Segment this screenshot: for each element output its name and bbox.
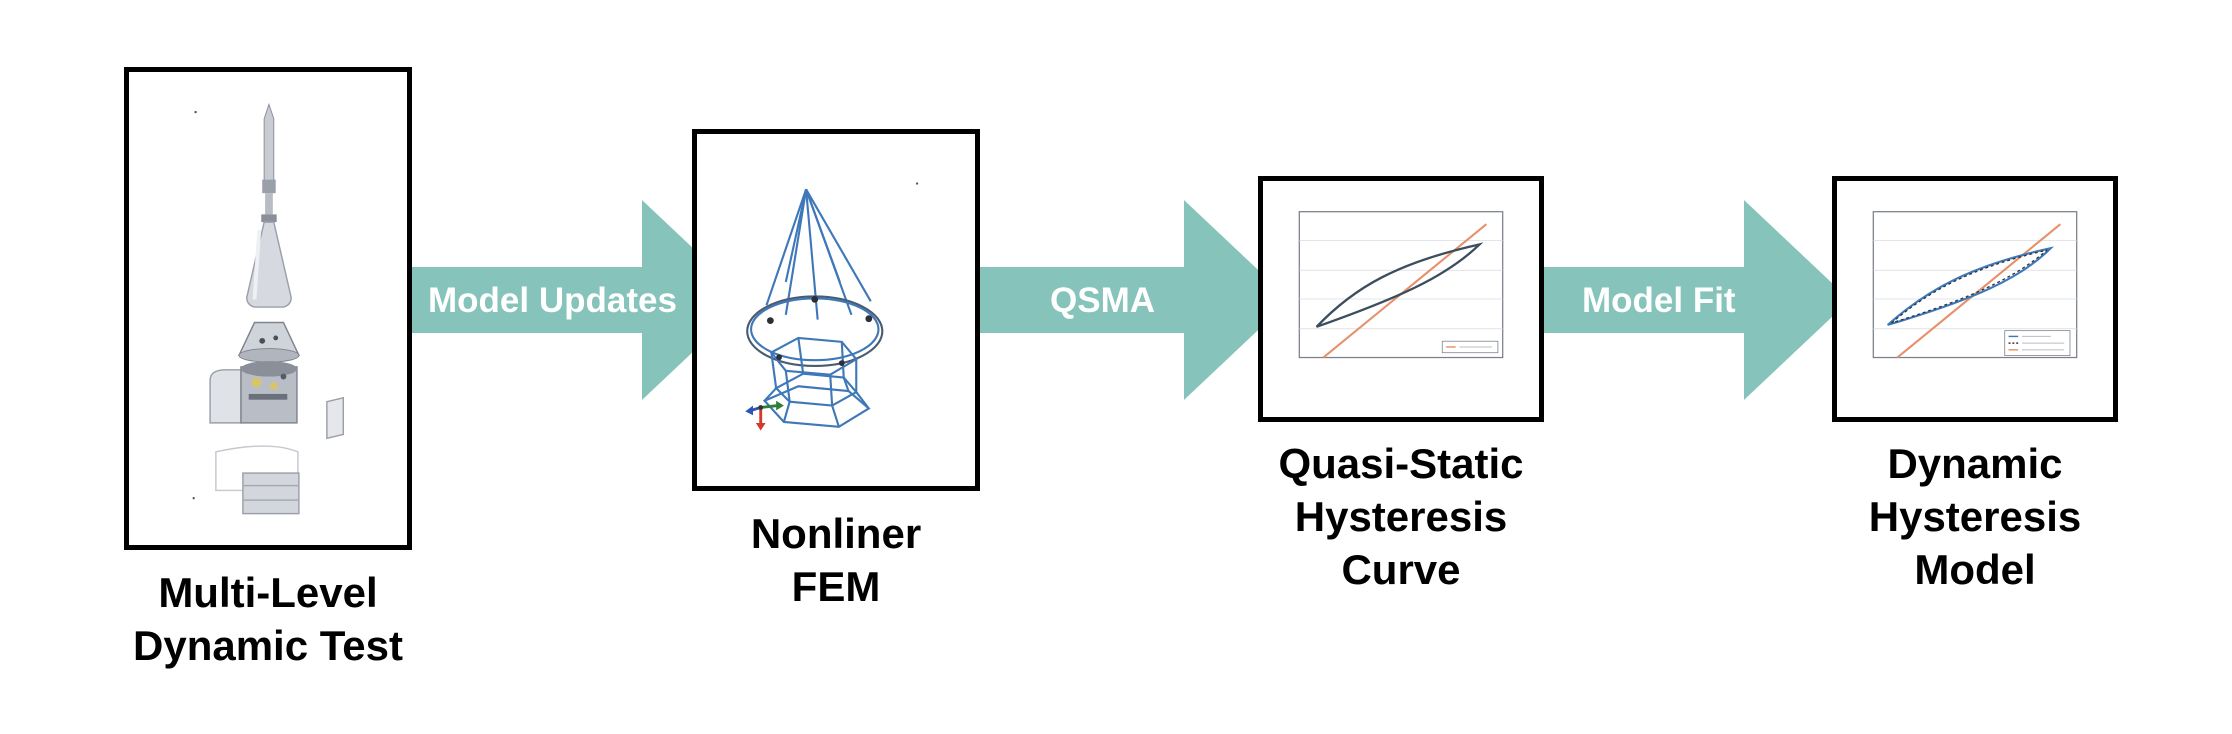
model-fit-arrow — [1512, 200, 1850, 400]
caption-line: FEM — [791, 563, 881, 610]
caption-line: Hysteresis — [1868, 493, 2082, 540]
caption-line: Nonliner — [750, 510, 922, 557]
caption-line: Dynamic — [1887, 440, 2063, 487]
dynamic-test-caption: Multi-Level Dynamic Test — [118, 566, 418, 672]
caption-line: Curve — [1341, 546, 1461, 593]
fem-box — [692, 129, 980, 491]
model-fit-label: Model Fit — [1582, 281, 1736, 320]
quasi-static-caption: Quasi-Static Hysteresis Curve — [1251, 437, 1551, 596]
caption-line: Model — [1914, 546, 2036, 593]
qsma-label: QSMA — [1050, 281, 1155, 320]
model-updates-label: Model Updates — [428, 281, 677, 320]
axis-triad-icon — [745, 400, 784, 431]
caption-line: Quasi-Static — [1278, 440, 1524, 487]
caption-line: Hysteresis — [1294, 493, 1508, 540]
dynamic-model-caption: Dynamic Hysteresis Model — [1825, 437, 2125, 596]
arrow-shape — [952, 200, 1290, 400]
arrow-shape — [410, 200, 748, 400]
caption-line: Dynamic Test — [133, 622, 403, 669]
model-updates-arrow — [410, 200, 748, 400]
rocket-stack-illustration — [192, 102, 345, 515]
qsma-arrow — [952, 200, 1290, 400]
fem-caption: Nonliner FEM — [686, 507, 986, 613]
dynamic-test-box — [124, 67, 412, 550]
quasi-static-box — [1258, 176, 1544, 422]
wireframe-fem-model — [745, 182, 919, 431]
caption-line: Multi-Level — [158, 569, 378, 616]
dynamic-model-box — [1832, 176, 2118, 422]
hysteresis-model-plot — [1872, 211, 2078, 359]
hysteresis-plot — [1298, 211, 1504, 359]
arrow-shape — [1512, 200, 1850, 400]
